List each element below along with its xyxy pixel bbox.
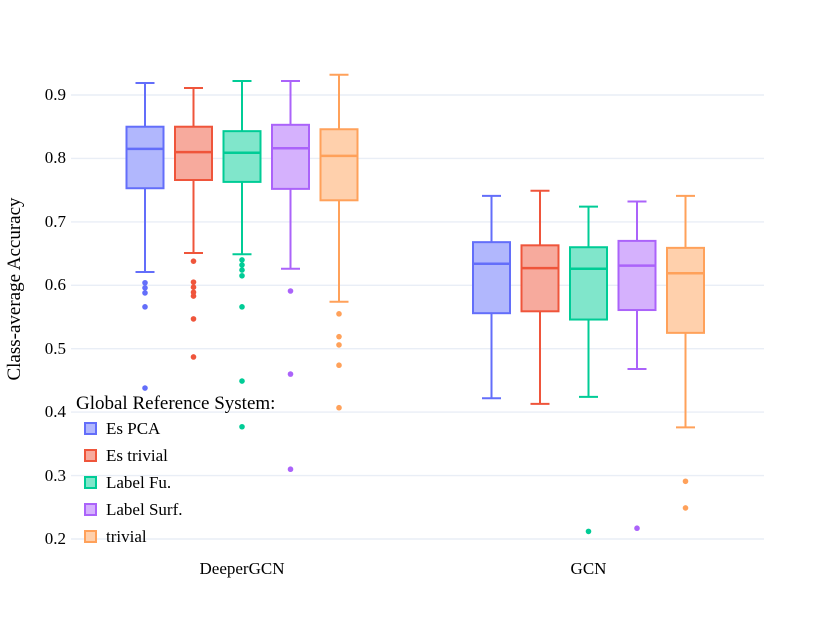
box-es-pca-deepergcn — [125, 81, 165, 391]
box-label-fu-deepergcn — [222, 80, 262, 430]
box-es-pca-gcn — [472, 194, 511, 400]
outlier-point — [190, 279, 197, 285]
outlier-point — [336, 404, 342, 411]
outlier-point — [142, 285, 148, 291]
legend-item-label: Es trivial — [106, 446, 168, 465]
outlier-point — [239, 304, 245, 310]
outlier-point — [634, 525, 640, 532]
x-tick-label-deepergcn: DeeperGCN — [199, 559, 285, 578]
outlier-point — [239, 262, 245, 268]
legend-swatch-trivial — [84, 530, 97, 543]
box-es-trivial-gcn — [520, 189, 560, 405]
outlier-point — [239, 272, 245, 279]
y-tick-label-0-5: 0.5 — [44, 338, 66, 358]
box-rect — [125, 125, 165, 190]
legend-item-label: Es PCA — [106, 419, 161, 438]
outlier-point — [239, 267, 245, 273]
legend-item-es-trivial[interactable]: Es trivial — [84, 442, 275, 469]
box-rect — [472, 241, 511, 315]
outlier-point — [239, 257, 245, 263]
legend-swatch-label-fu — [84, 476, 97, 489]
legend-item-label: Label Surf. — [106, 500, 183, 519]
outlier-point — [239, 423, 245, 430]
box-trivial-gcn — [666, 194, 705, 511]
y-tick-label-0-7: 0.7 — [44, 211, 66, 231]
box-label-fu-gcn — [569, 205, 608, 535]
box-rect — [569, 246, 608, 321]
legend-item-label: Label Fu. — [106, 473, 172, 492]
box-label-surf-deepergcn — [271, 80, 310, 473]
outlier-point — [585, 528, 592, 535]
outlier-point — [336, 333, 342, 340]
outlier-point — [142, 304, 148, 310]
y-tick-label-0-4: 0.4 — [44, 402, 66, 422]
outlier-point — [336, 362, 342, 369]
legend-item-label: trivial — [106, 527, 147, 546]
y-tick-label-0-3: 0.3 — [44, 465, 66, 485]
legend-item-label-surf[interactable]: Label Surf. — [84, 496, 275, 523]
box-trivial-deepergcn — [319, 73, 359, 411]
y-tick-label-0-6: 0.6 — [44, 275, 66, 295]
outlier-point — [190, 293, 197, 299]
legend-item-label-fu[interactable]: Label Fu. — [84, 469, 275, 496]
outlier-point — [682, 478, 689, 485]
outlier-point — [682, 505, 689, 511]
y-tick-label-0-8: 0.8 — [44, 148, 66, 168]
y-tick-label-0-9: 0.9 — [44, 85, 66, 104]
box-es-trivial-deepergcn — [174, 87, 213, 360]
legend-swatch-es-trivial — [84, 449, 97, 462]
legend-title: Global Reference System: — [76, 393, 276, 414]
outlier-point — [190, 316, 197, 322]
legend: Global Reference System: Es PCA Es trivia… — [76, 392, 275, 550]
box-label-surf-gcn — [617, 200, 657, 532]
outlier-point — [142, 290, 148, 296]
box-rect — [617, 239, 657, 312]
outlier-point — [190, 258, 197, 264]
legend-swatch-label-surf — [84, 503, 97, 516]
outlier-point — [142, 385, 148, 391]
box-rect — [319, 128, 359, 202]
box-rect — [174, 125, 213, 181]
outlier-point — [336, 342, 342, 348]
box-rect — [222, 130, 262, 183]
outlier-point — [287, 466, 294, 473]
x-tick-label-gcn: GCN — [570, 559, 607, 578]
box-rect — [271, 123, 310, 190]
outlier-point — [336, 311, 342, 317]
outlier-point — [190, 354, 197, 360]
box-rect — [520, 244, 560, 313]
legend-item-es-pca[interactable]: Es PCA — [84, 415, 275, 442]
outlier-point — [142, 279, 148, 286]
outlier-point — [287, 288, 294, 294]
outlier-point — [287, 371, 294, 377]
box-rect — [666, 246, 705, 334]
y-tick-label-0-2: 0.2 — [44, 529, 66, 548]
legend-swatch-es-pca — [84, 422, 97, 435]
outlier-point — [190, 284, 197, 290]
outlier-point — [239, 378, 245, 384]
legend-item-trivial[interactable]: trivial — [84, 523, 275, 550]
